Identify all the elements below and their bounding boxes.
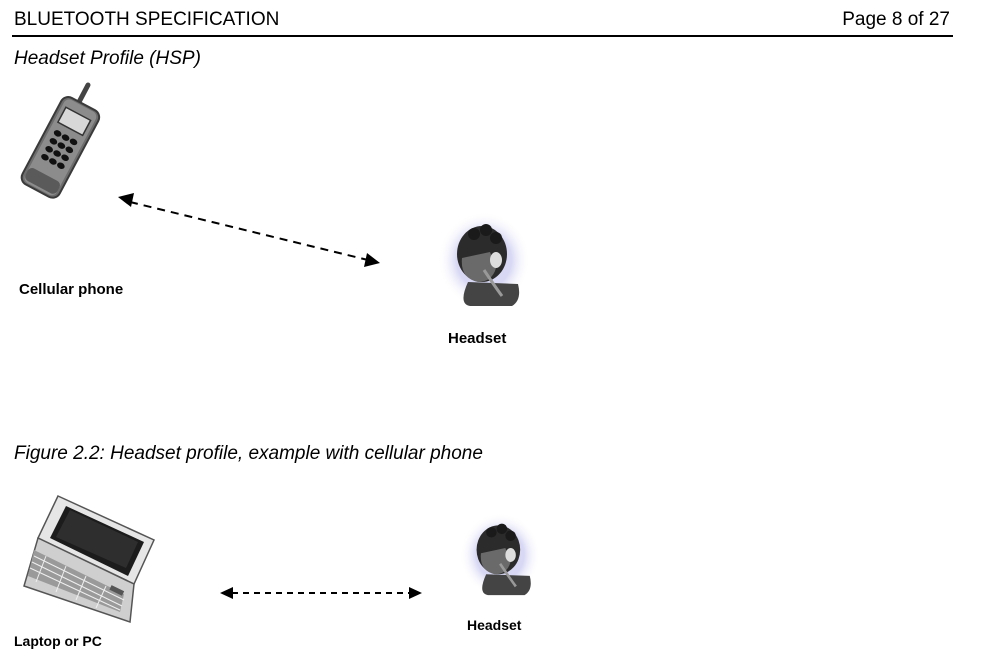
cellular-phone-icon (20, 82, 101, 199)
page-number: Page 8 of 27 (842, 9, 950, 30)
figure-caption: Figure 2.2: Headset profile, example wit… (14, 443, 483, 464)
headset-user-icon (438, 212, 530, 308)
laptop-label: Laptop or PC (14, 633, 102, 649)
headset-user-icon-2 (460, 513, 541, 597)
headset-label-1: Headset (448, 330, 507, 347)
header-divider (12, 35, 953, 37)
headset-label-2: Headset (467, 617, 522, 633)
document-header-title: BLUETOOTH SPECIFICATION (14, 9, 280, 30)
laptop-icon (23, 495, 155, 624)
cellular-phone-label: Cellular phone (19, 281, 124, 298)
section-title: Headset Profile (HSP) (14, 48, 201, 69)
